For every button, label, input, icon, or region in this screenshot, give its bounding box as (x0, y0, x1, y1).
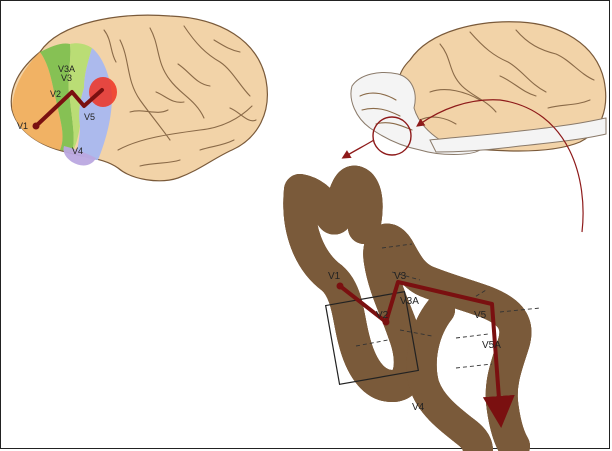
left-brain-lateral-view: V1 V2 V3 V3A V5 V4 (11, 15, 267, 181)
cortical-section: V1 V2 V3 V3A V5 V5A V4 (299, 182, 540, 451)
label-section-v1: V1 (328, 271, 341, 282)
label-section-v5a: V5A (482, 340, 501, 351)
label-left-v3: V3 (61, 73, 72, 83)
label-section-v2: V2 (376, 310, 389, 321)
label-left-v3a: V3A (58, 64, 75, 74)
label-left-v5: V5 (84, 112, 95, 122)
label-left-v4: V4 (72, 146, 83, 156)
label-section-v5: V5 (474, 310, 487, 321)
label-section-v3: V3 (394, 271, 407, 282)
label-left-v2: V2 (50, 89, 61, 99)
label-left-v1: V1 (17, 121, 28, 131)
label-section-v4: V4 (412, 402, 425, 413)
section-pathway-node-v1 (337, 283, 344, 290)
right-brain-medial-view (346, 22, 606, 232)
pointer-line-to-left (346, 140, 374, 156)
left-pathway-node-v1 (33, 123, 40, 130)
label-section-v3a: V3A (400, 296, 419, 307)
hotspot-region (89, 77, 117, 107)
